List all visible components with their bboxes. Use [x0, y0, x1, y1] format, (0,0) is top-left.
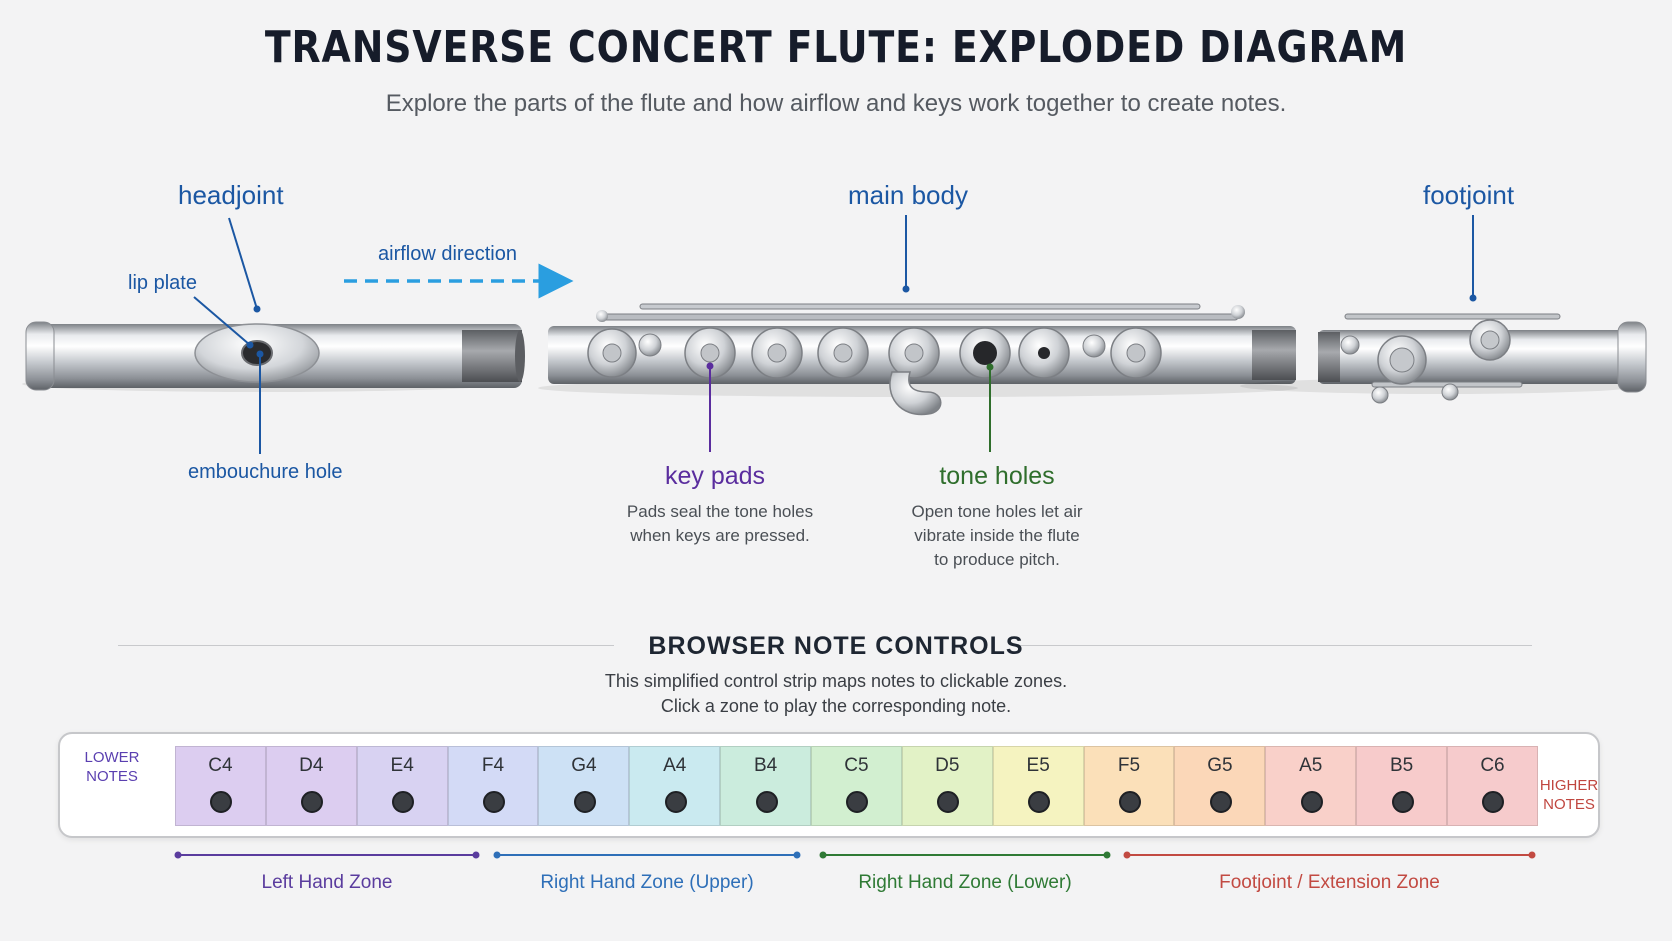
airflow-label: airflow direction — [378, 243, 517, 266]
note-zone-d5[interactable]: D5 — [902, 746, 993, 826]
note-dot-icon — [937, 791, 959, 813]
note-label: E5 — [994, 755, 1083, 777]
note-zone-g4[interactable]: G4 — [538, 746, 629, 826]
note-label: C4 — [176, 755, 265, 777]
note-zone-b4[interactable]: B4 — [720, 746, 811, 826]
note-label: B4 — [721, 755, 810, 777]
lower-notes-line: LOWER — [72, 748, 152, 767]
tone-holes-desc-line: vibrate inside the flute — [867, 524, 1127, 548]
note-zone-a5[interactable]: A5 — [1265, 746, 1356, 826]
note-dot-icon — [1392, 791, 1414, 813]
footjoint-label: footjoint — [1423, 180, 1514, 211]
controls-desc-line: Click a zone to play the corresponding n… — [0, 694, 1672, 719]
embouchure-hole-label: embouchure hole — [188, 461, 343, 484]
note-zone-e5[interactable]: E5 — [993, 746, 1084, 826]
controls-title: BROWSER NOTE CONTROLS — [0, 632, 1672, 661]
note-zones: C4 D4 E4 F4 G4 A4 B4 C5 D5 E5 F5 G5 A5 B… — [175, 746, 1538, 826]
note-zone-c6[interactable]: C6 — [1447, 746, 1538, 826]
note-dot-icon — [574, 791, 596, 813]
controls-desc-line: This simplified control strip maps notes… — [0, 669, 1672, 694]
note-zone-g5[interactable]: G5 — [1174, 746, 1265, 826]
note-dot-icon — [392, 791, 414, 813]
lower-notes-line: NOTES — [72, 767, 152, 786]
lower-notes-label: LOWER NOTES — [72, 748, 152, 786]
note-dot-icon — [1301, 791, 1323, 813]
note-zone-c4[interactable]: C4 — [175, 746, 266, 826]
key-pads-description: Pads seal the tone holes when keys are p… — [590, 500, 850, 548]
note-zone-c5[interactable]: C5 — [811, 746, 902, 826]
higher-notes-line: HIGHER — [1530, 776, 1608, 795]
key-pads-desc-line: Pads seal the tone holes — [590, 500, 850, 524]
key-pads-label: key pads — [620, 462, 810, 491]
note-dot-icon — [665, 791, 687, 813]
note-label: A4 — [630, 755, 719, 777]
note-zone-d4[interactable]: D4 — [266, 746, 357, 826]
zone-name-footjoint-extension: Footjoint / Extension Zone — [1127, 872, 1532, 894]
note-dot-icon — [301, 791, 323, 813]
note-label: B5 — [1357, 755, 1446, 777]
note-dot-icon — [1119, 791, 1141, 813]
zone-name-left-hand: Left Hand Zone — [178, 872, 476, 894]
note-label: G5 — [1175, 755, 1264, 777]
note-label: A5 — [1266, 755, 1355, 777]
note-dot-icon — [756, 791, 778, 813]
tone-holes-description: Open tone holes let air vibrate inside t… — [867, 500, 1127, 572]
zone-brackets — [175, 852, 1536, 859]
note-label: E4 — [358, 755, 447, 777]
headjoint-tube — [22, 322, 525, 392]
note-dot-icon — [210, 791, 232, 813]
note-dot-icon — [1210, 791, 1232, 813]
zone-name-right-hand-lower: Right Hand Zone (Lower) — [823, 872, 1107, 894]
higher-notes-label: HIGHER NOTES — [1530, 776, 1608, 814]
lip-plate-label: lip plate — [128, 272, 197, 295]
controls-description: This simplified control strip maps notes… — [0, 669, 1672, 719]
zone-name-right-hand-upper: Right Hand Zone (Upper) — [497, 872, 797, 894]
note-label: C6 — [1448, 755, 1537, 777]
note-label: F5 — [1085, 755, 1174, 777]
tone-holes-desc-line: Open tone holes let air — [867, 500, 1127, 524]
higher-notes-line: NOTES — [1530, 795, 1608, 814]
note-label: F4 — [449, 755, 538, 777]
note-dot-icon — [846, 791, 868, 813]
tone-holes-desc-line: to produce pitch. — [867, 548, 1127, 572]
main-body-label: main body — [848, 180, 968, 211]
tone-holes-label: tone holes — [897, 462, 1097, 491]
headjoint-label: headjoint — [178, 180, 284, 211]
note-dot-icon — [1482, 791, 1504, 813]
main-body-tube — [538, 304, 1298, 414]
note-zone-e4[interactable]: E4 — [357, 746, 448, 826]
note-dot-icon — [483, 791, 505, 813]
footjoint-tube — [1240, 314, 1646, 403]
note-label: D4 — [267, 755, 356, 777]
note-zone-a4[interactable]: A4 — [629, 746, 720, 826]
note-label: C5 — [812, 755, 901, 777]
note-dot-icon — [1028, 791, 1050, 813]
note-zone-f4[interactable]: F4 — [448, 746, 539, 826]
note-label: D5 — [903, 755, 992, 777]
note-label: G4 — [539, 755, 628, 777]
note-zone-b5[interactable]: B5 — [1356, 746, 1447, 826]
key-pads-desc-line: when keys are pressed. — [590, 524, 850, 548]
note-zone-f5[interactable]: F5 — [1084, 746, 1175, 826]
